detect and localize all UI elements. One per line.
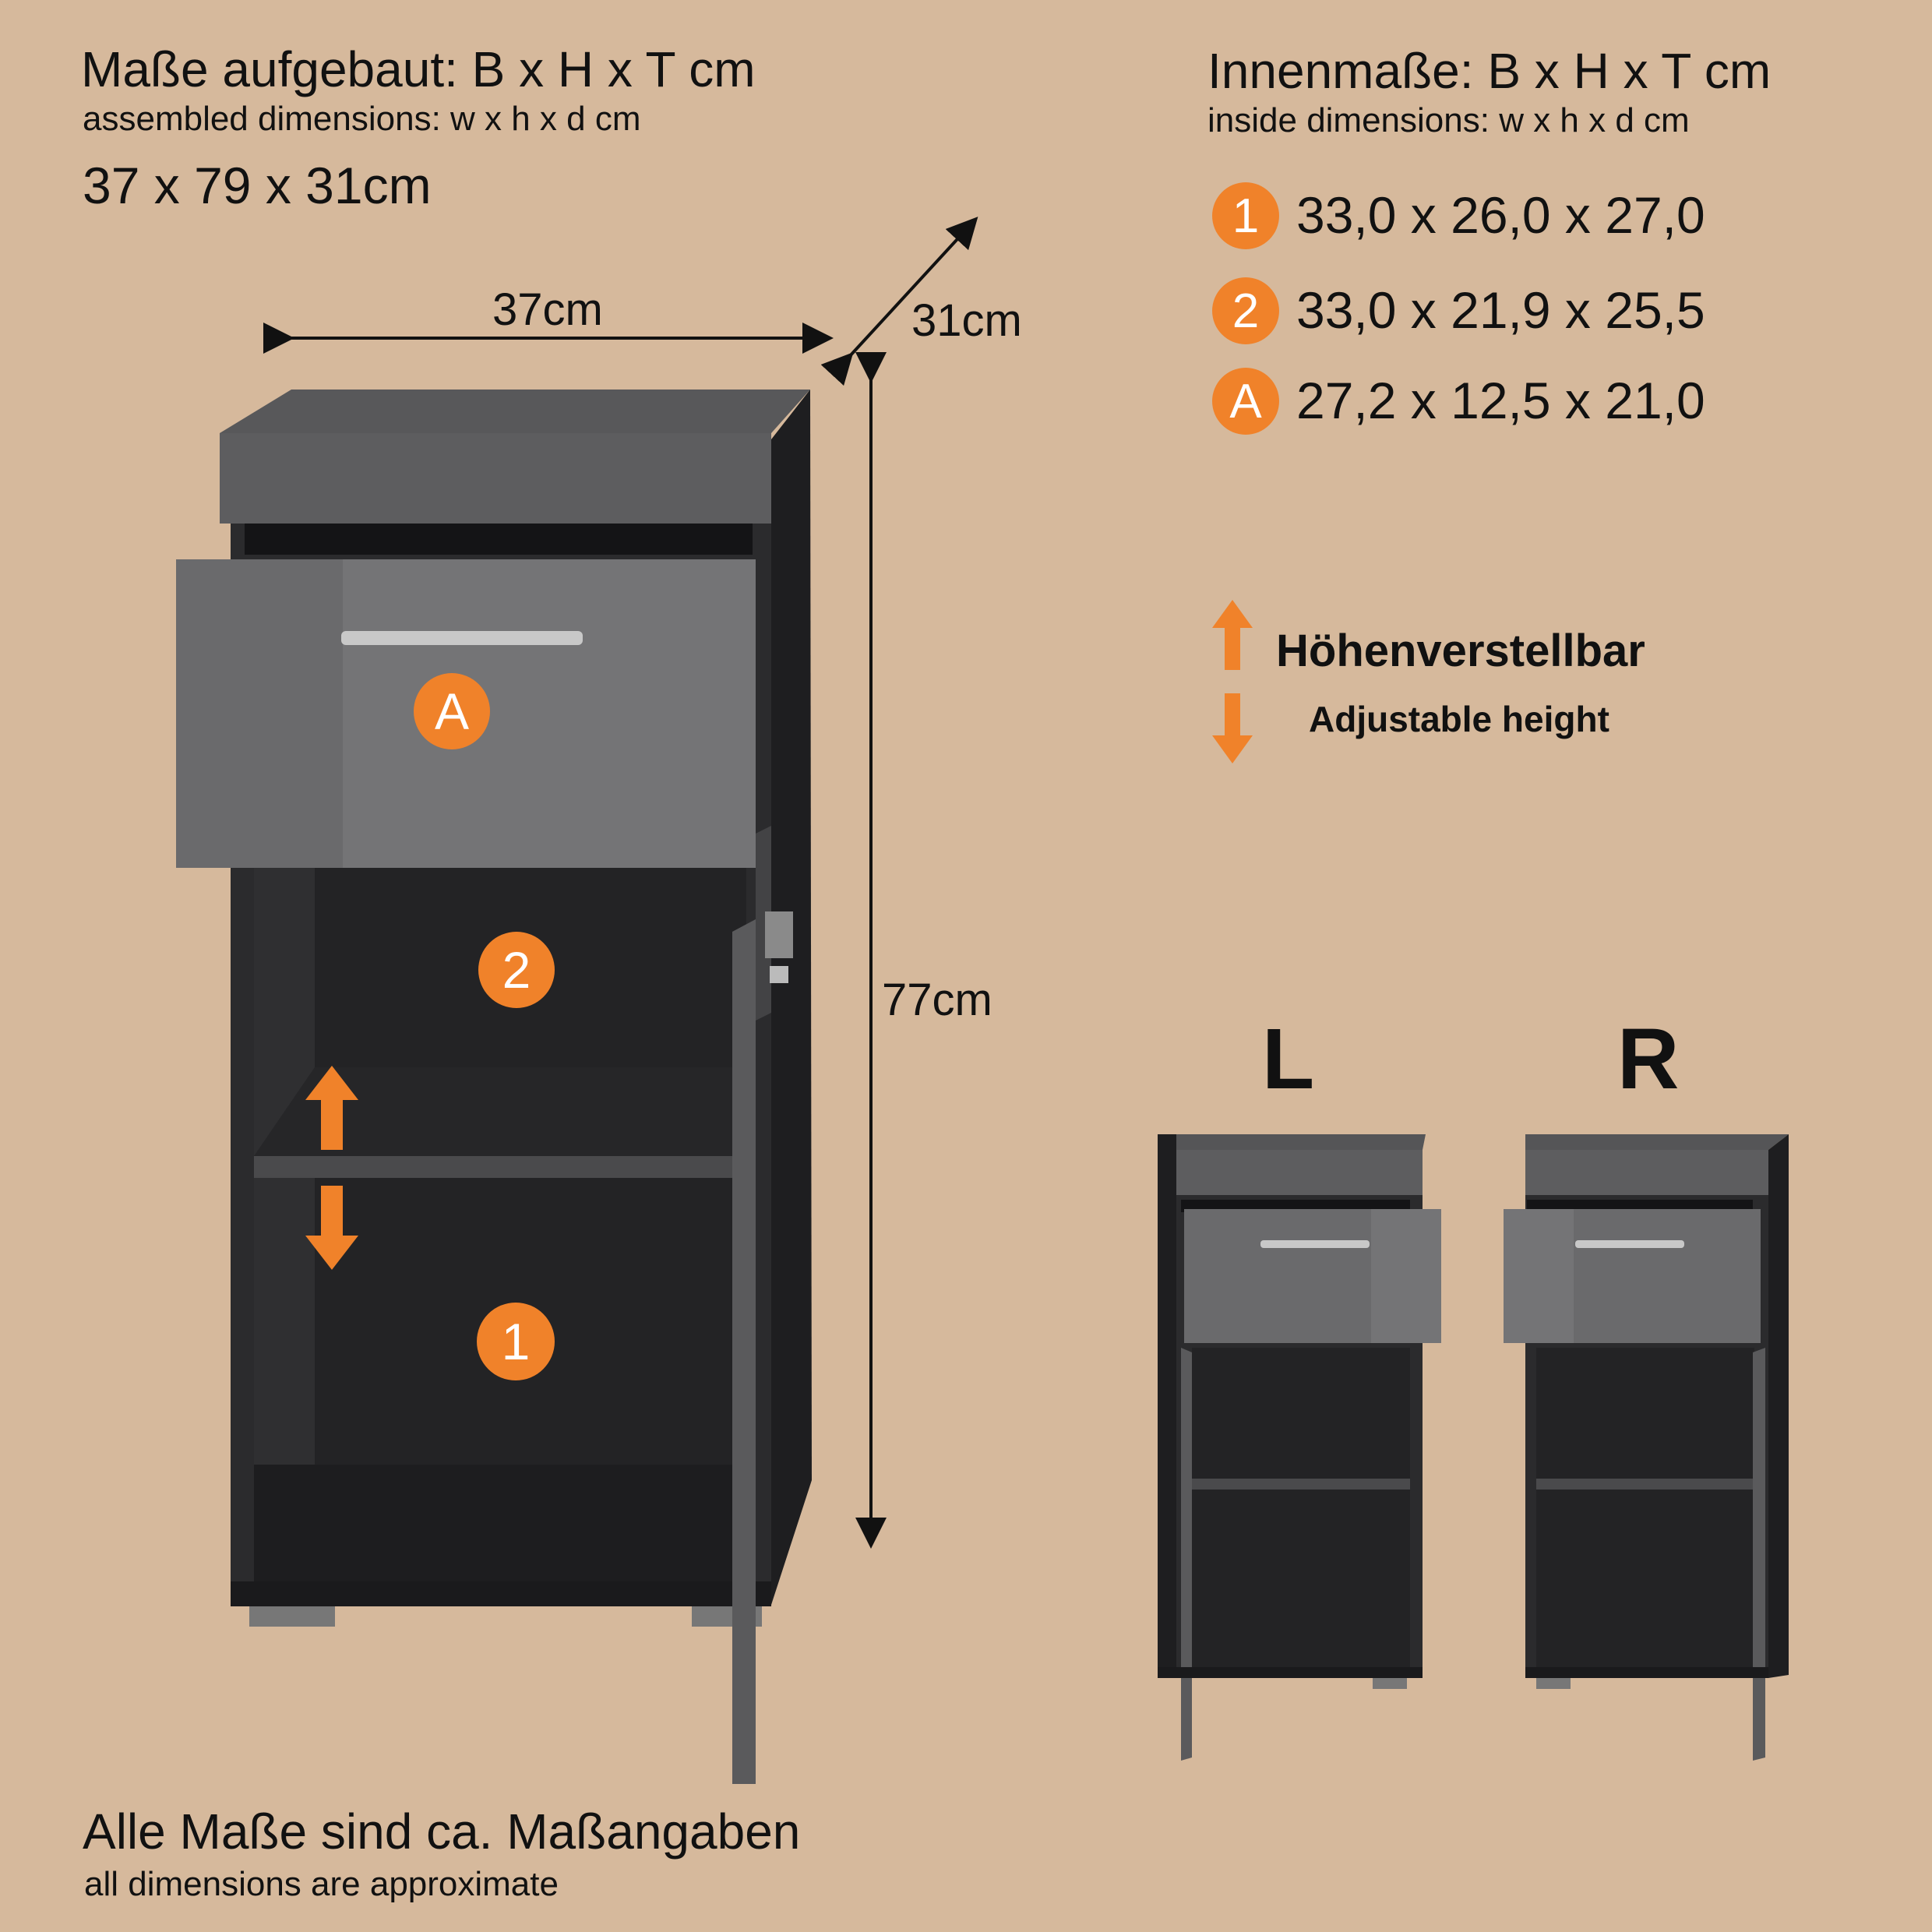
adjustable-title: Höhenverstellbar xyxy=(1276,626,1645,676)
width-label: 37cm xyxy=(492,284,603,335)
assembled-dimensions: 37 x 79 x 31cm xyxy=(83,157,432,214)
large-cabinet xyxy=(176,390,812,1784)
upper-compartment-badge-2: 2 xyxy=(478,932,555,1008)
inside-value-a: 27,2 x 12,5 x 21,0 xyxy=(1296,372,1705,429)
drawer-handle xyxy=(341,631,583,645)
small-cabinet-right xyxy=(1504,1134,1789,1761)
assembled-subtitle: assembled dimensions: w x h x d cm xyxy=(83,100,641,138)
footer-title: Alle Maße sind ca. Maßangaben xyxy=(83,1803,801,1860)
adjust-down-arrow-cabinet xyxy=(305,1186,358,1270)
lower-compartment-badge-1: 1 xyxy=(477,1303,555,1380)
inside-badge-a: A xyxy=(1212,368,1279,435)
inside-value-2: 33,0 x 21,9 x 25,5 xyxy=(1296,281,1705,339)
adjust-up-arrow-cabinet xyxy=(305,1066,358,1150)
inside-value-1: 33,0 x 26,0 x 27,0 xyxy=(1296,186,1705,244)
small-cabinet-left xyxy=(1158,1134,1441,1761)
open-door xyxy=(732,919,756,1784)
adjust-down-arrow-icon xyxy=(1212,693,1253,763)
assembled-title: Maße aufgebaut: B x H x T cm xyxy=(81,41,756,97)
variant-left-label: L xyxy=(1262,1011,1315,1107)
depth-dimension-line xyxy=(820,217,978,386)
drawer-badge-a: A xyxy=(414,673,490,749)
height-label: 77cm xyxy=(882,975,992,1025)
inside-badge-2: 2 xyxy=(1212,277,1279,344)
inside-subtitle: inside dimensions: w x h x d cm xyxy=(1208,101,1690,139)
footer-subtitle: all dimensions are approximate xyxy=(84,1865,559,1903)
adjust-up-arrow-icon xyxy=(1212,600,1253,670)
inside-badge-1: 1 xyxy=(1212,182,1279,249)
variant-right-label: R xyxy=(1617,1011,1680,1107)
depth-label: 31cm xyxy=(911,295,1022,346)
adjustable-subtitle: Adjustable height xyxy=(1309,699,1609,739)
inside-title: Innenmaße: B x H x T cm xyxy=(1208,43,1772,99)
